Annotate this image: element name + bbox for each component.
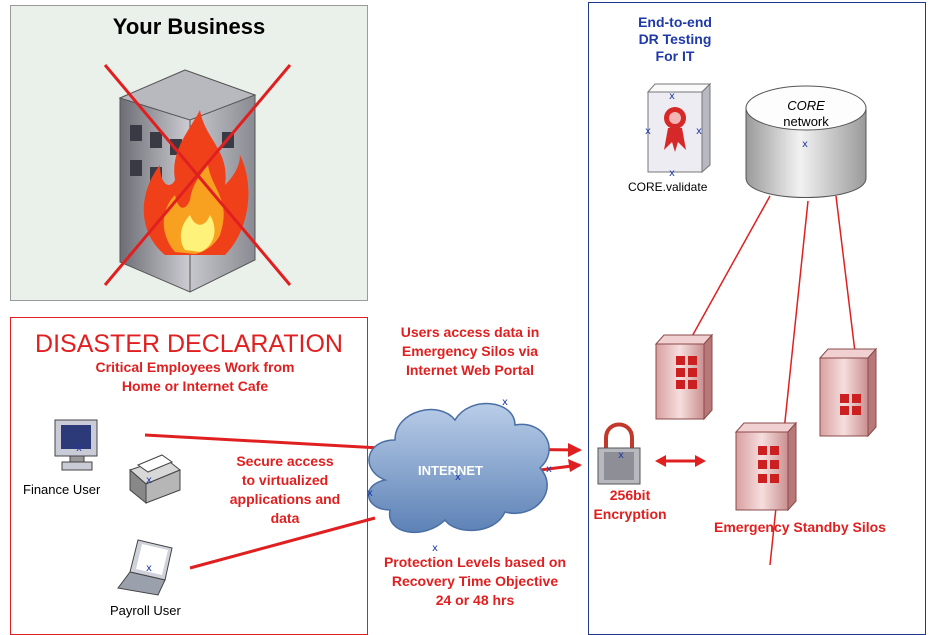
arrowhead-lower (568, 459, 582, 472)
svg-text:x: x (802, 139, 808, 150)
emergency-standby-silos-label: Emergency Standby Silos (714, 519, 886, 535)
core-network-label: CORE network (783, 98, 829, 129)
svg-text:x: x (76, 443, 82, 454)
svg-text:x: x (645, 126, 651, 137)
svg-text:x: x (146, 475, 152, 486)
arrowhead-upper (568, 443, 582, 457)
finance-user-label: Finance User (23, 482, 101, 497)
standby-silo-server-icon (654, 333, 714, 421)
standby-silo-server-icon (818, 347, 878, 438)
payroll-user-label: Payroll User (110, 603, 181, 618)
internet-label: INTERNET (418, 463, 483, 478)
svg-text:x: x (455, 472, 461, 483)
svg-text:x: x (432, 543, 438, 554)
burning-building-icon (103, 64, 292, 293)
your-business-title: Your Business (112, 14, 266, 39)
encryption-text: 256bit Encryption (593, 487, 667, 522)
connection-marker-icons: x x x x x x x x x x x x x x (76, 91, 808, 574)
svg-text:x: x (502, 397, 508, 408)
core-network-database-icon (745, 85, 867, 198)
padlock-icon (597, 422, 641, 485)
protection-levels-text: Protection Levels based on Recovery Time… (383, 554, 567, 608)
svg-text:x: x (669, 168, 675, 179)
core-validate-label: CORE.validate (628, 180, 708, 194)
secure-access-text: Secure access to virtualized application… (229, 453, 341, 526)
svg-text:x: x (367, 488, 373, 499)
svg-text:x: x (696, 126, 702, 137)
disaster-declaration-title: DISASTER DECLARATION (35, 330, 343, 358)
bidirectional-arrow (655, 455, 706, 467)
users-access-text: Users access data in Emergency Silos via… (400, 324, 540, 378)
svg-text:x: x (146, 563, 152, 574)
svg-text:x: x (669, 91, 675, 102)
printer-icon (129, 454, 181, 505)
disaster-subtitle: Critical Employees Work from Home or Int… (95, 359, 295, 394)
standby-silo-server-icon (734, 421, 798, 512)
svg-text:x: x (618, 450, 624, 461)
dr-testing-title: End-to-end DR Testing For IT (638, 14, 712, 64)
finance-user-computer-icon (54, 419, 98, 471)
internet-cloud-icon (367, 403, 550, 534)
core-validate-certificate-icon (646, 82, 712, 174)
payroll-user-laptop-icon (117, 539, 173, 596)
svg-text:x: x (546, 464, 552, 475)
